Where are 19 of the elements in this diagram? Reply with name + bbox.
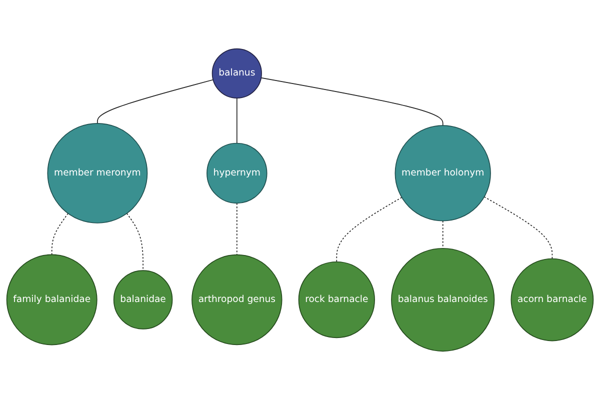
- connector: [126, 213, 144, 271]
- connector: [260, 77, 444, 126]
- connector: [442, 220, 444, 249]
- connector: [484, 196, 553, 260]
- connector: [236, 98, 238, 144]
- node-circle: arthropod genus: [192, 254, 282, 346]
- connector: [51, 213, 69, 256]
- node-circle: balanus balanoides: [391, 248, 495, 352]
- connector: [97, 79, 214, 124]
- node-circle: member holonym: [394, 125, 491, 222]
- node-circle: rock barnacle: [298, 261, 375, 338]
- node-circle: family balanidae: [6, 254, 98, 346]
- node-circle: acorn barnacle: [510, 258, 594, 342]
- node-circle: balanidae: [113, 270, 173, 330]
- node-circle: hypernym: [206, 142, 268, 204]
- connector: [336, 196, 402, 262]
- node-circle: member meronym: [47, 123, 148, 224]
- node-circle: balanus: [212, 48, 262, 98]
- connector: [236, 202, 238, 256]
